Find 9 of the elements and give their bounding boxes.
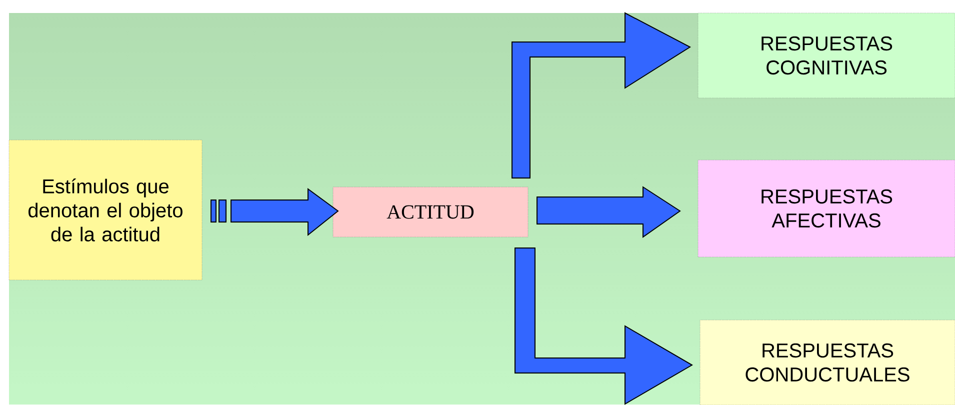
text-box: RESPUESTAS AFECTIVAS	[698, 160, 955, 258]
block-arrow	[514, 248, 693, 405]
text-box: Estímulos que denotan el objeto de la actitud	[8, 140, 202, 280]
block-arrow	[512, 12, 691, 178]
text-box: ACTITUD	[332, 186, 528, 238]
block-arrow	[210, 188, 339, 236]
text-box: RESPUESTAS COGNITIVAS	[698, 12, 955, 98]
block-arrow	[536, 186, 681, 238]
text-box: RESPUESTAS CONDUCTUALES	[700, 320, 955, 405]
